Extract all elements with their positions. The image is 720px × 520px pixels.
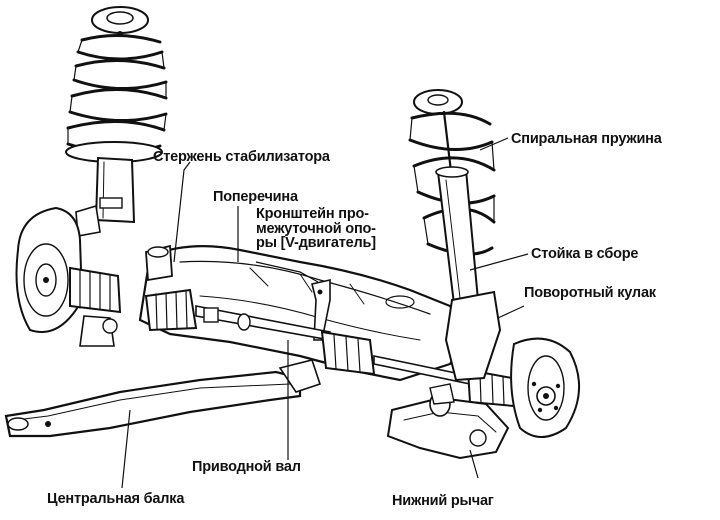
label-bracket-line-3: ры [V-двигатель] xyxy=(256,235,376,251)
left-strut-assembly xyxy=(65,6,168,237)
lower-arm xyxy=(386,383,510,460)
right-knuckle-assembly xyxy=(444,290,580,438)
label-crossmember: Поперечина xyxy=(213,189,298,205)
leader-lines xyxy=(121,137,529,489)
label-center-beam: Центральная балка xyxy=(47,491,185,507)
label-coil-spring: Спиральная пружина xyxy=(511,131,662,147)
label-drive-shaft: Приводной вал xyxy=(192,459,301,475)
label-bracket-line-2: межуточной опо- xyxy=(256,220,376,237)
label-strut-assembly: Стойка в сборе xyxy=(531,246,639,262)
center-beam xyxy=(4,359,322,438)
label-intermediate-support-bracket: Кронштейн про- межуточной опо- ры [V-дви… xyxy=(256,207,376,251)
label-bracket-line-1: Кронштейн про- xyxy=(256,206,369,222)
label-lower-arm: Нижний рычаг xyxy=(392,493,494,509)
left-knuckle-assembly xyxy=(15,206,122,347)
right-strut-assembly xyxy=(408,89,496,306)
crossmember xyxy=(138,244,472,382)
label-steering-knuckle: Поворотный кулак xyxy=(524,285,656,301)
label-stabilizer-rod: Стержень стабилизатора xyxy=(153,149,330,165)
